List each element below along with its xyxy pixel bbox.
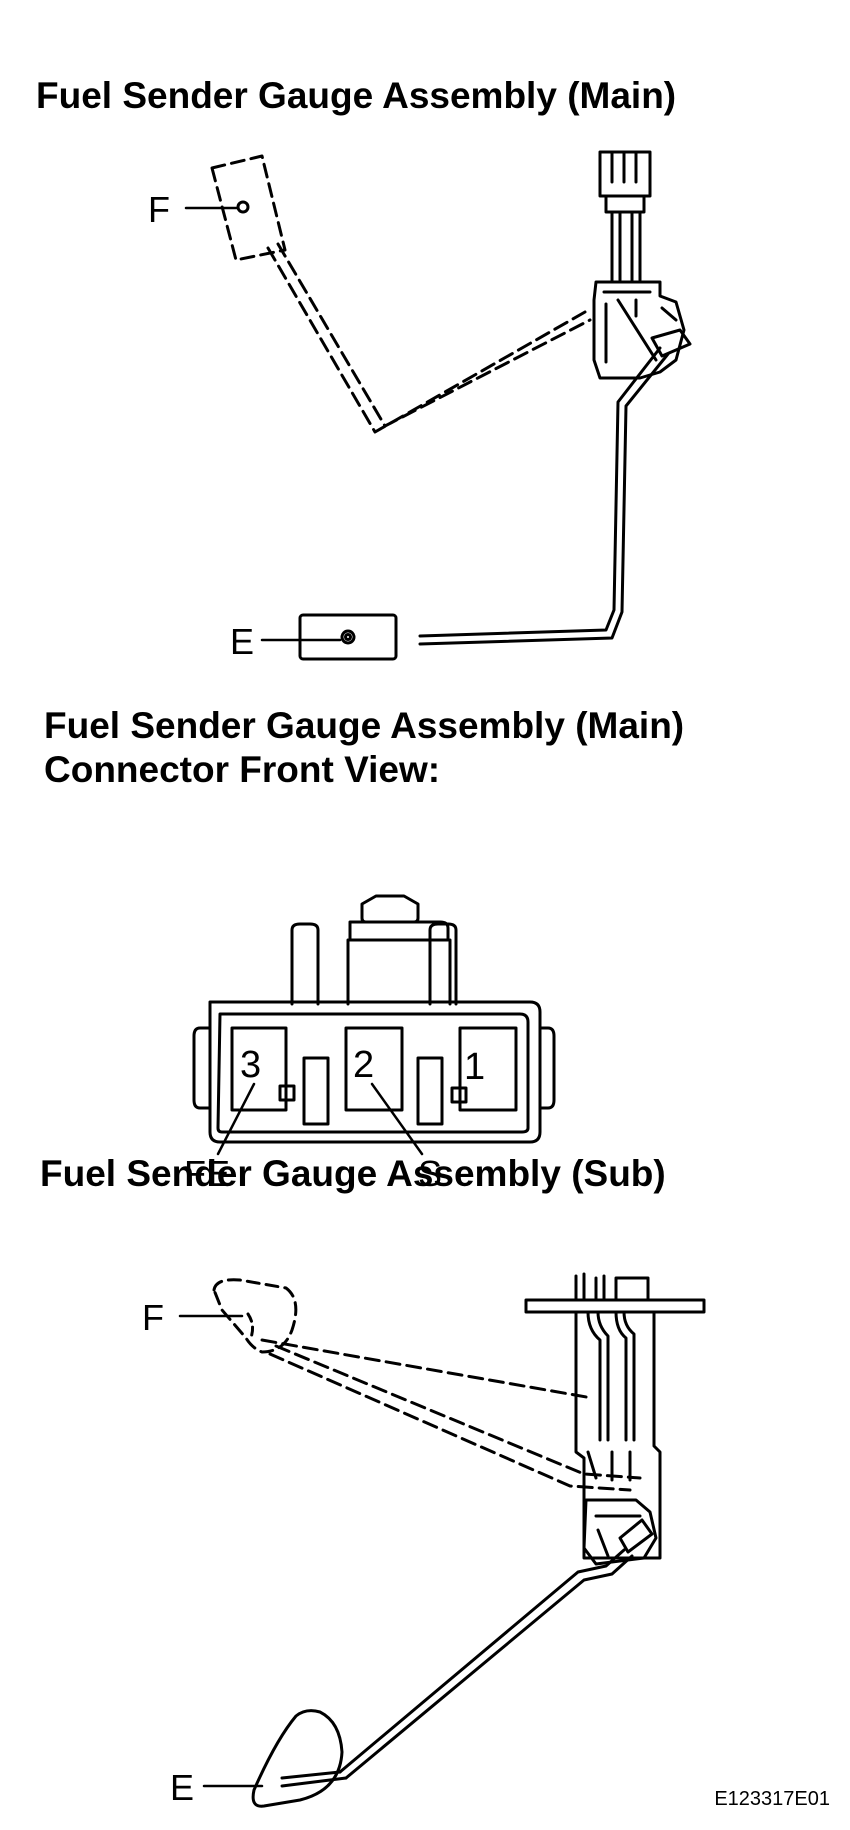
main-gauge-diagram [184, 150, 692, 661]
main-dashed-arm-b [276, 242, 592, 428]
connector-title-line1: Fuel Sender Gauge Assembly (Main) [44, 705, 685, 746]
pin-number-3: 3 [240, 1044, 261, 1086]
sub-assembly-title: Fuel Sender Gauge Assembly (Sub) [40, 1153, 666, 1194]
connector-left-ear [192, 1026, 212, 1110]
main-float-e-pivot [340, 629, 356, 645]
sub-flange [524, 1298, 706, 1314]
pin-number-1: 1 [464, 1046, 485, 1088]
connector-housing [208, 1000, 542, 1144]
main-sender-body [592, 280, 686, 380]
main-float-f-pivot [236, 200, 250, 214]
connector-view-title: Fuel Sender Gauge Assembly (Main) Connec… [44, 704, 684, 792]
sub-dashed-arm-a [260, 1338, 594, 1400]
sub-float-empty-position [251, 1709, 344, 1808]
sub-float-full-position [212, 1278, 298, 1354]
pin-cell-3 [230, 1026, 288, 1112]
main-assembly-title: Fuel Sender Gauge Assembly (Main) [36, 75, 677, 116]
connector-title-line2: Connector Front View: [44, 749, 441, 790]
pin-number-2: 2 [353, 1044, 374, 1086]
sub-float-arm [338, 1548, 626, 1774]
main-label-f: F [148, 189, 170, 230]
terminal-s-leader [370, 1082, 424, 1156]
connector-left-post [290, 922, 320, 1006]
main-float-empty-position [298, 613, 398, 661]
sub-dashed-arm-b [268, 1352, 632, 1492]
main-label-e: E [230, 621, 254, 662]
connector-right-ear [538, 1026, 556, 1110]
terminal-fe-leader [216, 1082, 256, 1156]
connector-lock-tab [360, 894, 420, 924]
main-dashed-arm-a [266, 246, 587, 434]
sub-tube-body [574, 1310, 662, 1560]
terminal-fe-label: FE [184, 1153, 230, 1194]
main-float-full-position [210, 154, 287, 262]
connector-right-post [428, 922, 458, 1006]
sub-label-f: F [142, 1297, 164, 1338]
main-float-arm [418, 346, 662, 638]
connector-front-view [192, 894, 556, 1156]
pin-cell-2 [344, 1026, 404, 1112]
figure-id: E123317E01 [714, 1788, 830, 1810]
sub-sender-unit [582, 1498, 658, 1566]
pin-cell-1 [458, 1026, 518, 1112]
terminal-s-label: S [418, 1153, 442, 1194]
sub-gauge-diagram [178, 1272, 706, 1808]
sub-label-e: E [170, 1767, 194, 1808]
